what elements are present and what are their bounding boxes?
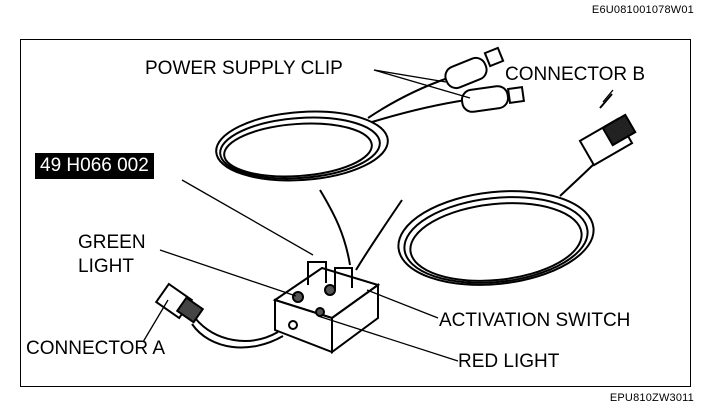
connector-a-icon bbox=[154, 282, 205, 324]
red-light-label: RED LIGHT bbox=[458, 351, 560, 372]
connector-b-label: CONNECTOR B bbox=[505, 64, 646, 85]
activation-switch-label: ACTIVATION SWITCH bbox=[439, 310, 631, 331]
part-number-tag: 49 H066 002 bbox=[35, 153, 154, 179]
green-light-label-line2: LIGHT bbox=[78, 256, 134, 277]
tester-box-icon bbox=[272, 261, 381, 354]
right-cable-coil bbox=[397, 190, 595, 286]
figure-code-top: E6U081001078W01 bbox=[591, 4, 694, 16]
power-supply-clip-label: POWER SUPPLY CLIP bbox=[145, 58, 343, 79]
connector-a-label: CONNECTOR A bbox=[26, 338, 166, 359]
power-supply-clip-icon bbox=[444, 46, 526, 113]
connector-b-icon bbox=[578, 93, 637, 167]
figure-code-bottom: EPU810ZW3011 bbox=[609, 392, 694, 404]
green-light-label-line1: GREEN bbox=[78, 232, 146, 253]
left-cable-coil bbox=[215, 110, 389, 182]
illustration-frame bbox=[20, 39, 691, 387]
